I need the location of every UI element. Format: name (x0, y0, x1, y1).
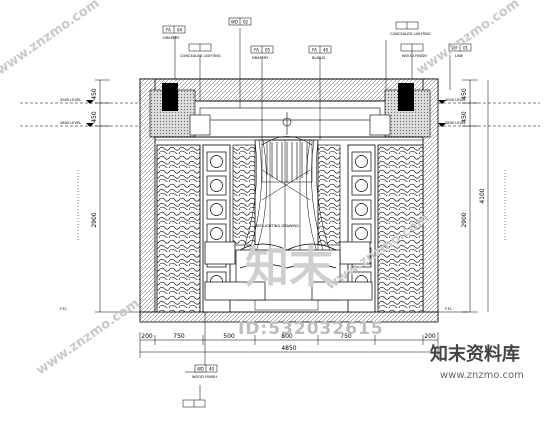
dimension-right (438, 79, 540, 313)
furniture-bed (204, 241, 373, 301)
tag-drapery-top-right: 04 (177, 28, 183, 33)
brand-name: 知末资料库 (430, 343, 520, 365)
dim-left-3: 2900 (91, 212, 98, 227)
chandelier (261, 112, 313, 183)
wm-id: ID:532032615 (238, 319, 384, 339)
level-right-3: F.F.L (445, 307, 452, 311)
tag-drapery-mid-right: 05 (265, 48, 271, 53)
tag-concealed-left: CONCEALED LIGHTING (180, 43, 221, 58)
tag-blinds: FA 40 BLINDS (308, 45, 332, 60)
level-right-2: 2800 LEVEL (445, 121, 466, 125)
dimension-left (20, 79, 140, 313)
tag-wood-finish-top-label: WOOD FINISH (402, 54, 427, 58)
tag-right-label: LINE (455, 54, 464, 58)
tag-wood-finish-top: WOOD FINISH (400, 43, 427, 58)
dim-left-2: 450 (91, 111, 98, 123)
level-right-1: 3000 LEVEL (445, 98, 466, 102)
wm-repeat-2: www.znzmo.com (414, 0, 523, 78)
level-left-2: 2800 LEVEL (60, 121, 81, 125)
tag-mid-top-right: 02 (243, 20, 249, 25)
tag-blinds-label: BLINDS (312, 56, 326, 60)
brand-block: 知末资料库 www.znzmo.com (430, 343, 524, 381)
tag-concealed-right: CONCEALED LIGHTING (390, 21, 431, 36)
tag-bottom-small (182, 399, 206, 408)
wm-repeat-3: www.znzmo.com (34, 296, 143, 378)
tag-leaders (174, 28, 451, 140)
tag-blinds-left: FA (312, 48, 317, 53)
level-marks-left: 3000 LEVEL 2800 LEVEL F.F.L (60, 98, 94, 311)
bottom-leaders (185, 312, 206, 400)
dim-right-1: 450 (461, 88, 468, 100)
tag-drapery-mid-left: FA (254, 48, 259, 53)
tag-drapery-top-left: FA (166, 28, 171, 33)
tag-drapery-mid: FA 05 DRAPERY (250, 45, 274, 60)
level-left-1: 3000 LEVEL (60, 98, 81, 102)
tag-drapery-top: FA 04 DRAPERY (162, 25, 186, 40)
tag-blinds-right: 40 (323, 48, 329, 53)
dim-bottom-4: 800 (281, 333, 293, 340)
wm-repeat-1: www.znzmo.com (0, 0, 102, 78)
center-note: SEE LIGHTING DRAWING (255, 224, 299, 228)
level-left-3: F.F.L (60, 307, 67, 311)
wall-section (110, 78, 468, 323)
tag-right: WF 01 LINE (448, 43, 472, 58)
tag-drapery-top-label: DRAPERY (163, 36, 180, 40)
tag-mid-top: WD 02 (228, 17, 252, 26)
tag-wood-bottom-label: WOOD FINISH (192, 375, 217, 379)
tag-right-right: 01 (463, 46, 469, 51)
dim-bottom-1: 200 (141, 333, 153, 340)
tag-wood-bottom-right: 40 (209, 367, 215, 372)
tag-wood-finish-bottom: WD 40 WOOD FINISH (192, 364, 217, 379)
dim-bottom-2: 750 (173, 333, 185, 340)
dim-right-total: 4100 (479, 188, 486, 203)
dim-left-1: 450 (91, 88, 98, 100)
dimension-bottom (139, 332, 439, 358)
dim-bottom-3: 500 (223, 333, 235, 340)
brand-url: www.znzmo.com (440, 370, 524, 381)
wm-big: 知末 (245, 242, 333, 293)
tag-concealed-left-label: CONCEALED LIGHTING (180, 54, 221, 58)
dim-right-2: 450 (461, 111, 468, 123)
dim-bottom-total: 4850 (281, 345, 296, 352)
level-marks-right: 3000 LEVEL 2800 LEVEL F.F.L (438, 98, 466, 311)
dim-right-3: 2900 (461, 212, 468, 227)
tag-wood-bottom-left: WD (197, 367, 204, 372)
dim-bottom-6: 200 (424, 333, 436, 340)
dim-bottom-5: 750 (340, 333, 352, 340)
tag-right-left: WF (451, 46, 458, 51)
tag-mid-top-left: WD (231, 20, 238, 25)
tag-concealed-right-label: CONCEALED LIGHTING (390, 32, 431, 36)
tag-drapery-mid-label: DRAPERY (252, 56, 269, 60)
marble-panels (156, 144, 424, 313)
